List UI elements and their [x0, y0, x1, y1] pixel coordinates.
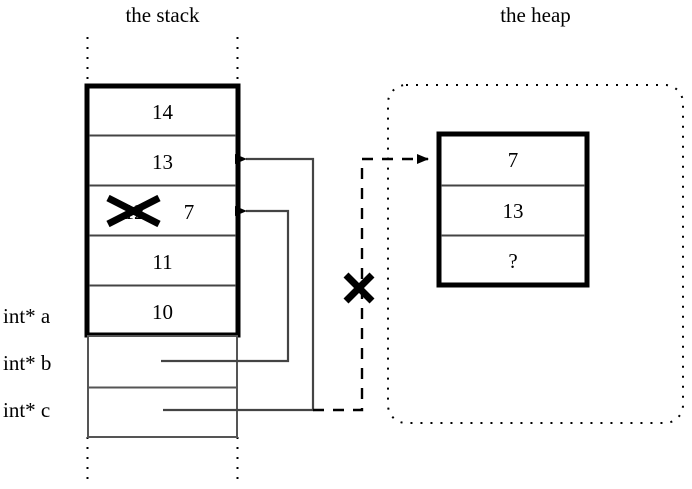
- stack-pointer-cells: [87, 335, 238, 438]
- stack-cell-value-2: 12: [123, 200, 145, 224]
- heap-block-box: [436, 131, 590, 288]
- heap-cell-value-1: 13: [502, 199, 524, 223]
- struck-value-x-mark: [106, 194, 161, 228]
- pointer-var-label-b: int* b: [3, 351, 52, 375]
- pointer-c-arrow: [163, 154, 315, 412]
- stack-cell-value-4: 10: [152, 300, 173, 324]
- heap-cell-value-2: ?: [508, 249, 518, 273]
- stack-cell-value-3: 11: [152, 250, 173, 274]
- dangling-pointer-dashed-path: [313, 154, 429, 412]
- heap-cell-value-0: 7: [507, 148, 519, 172]
- stack-cell-value-1: 13: [152, 150, 173, 174]
- stack-dotted-bottom: [86, 437, 239, 484]
- stack-dotted-top: [86, 37, 239, 85]
- stack-cell-value-2-updated: 7: [183, 200, 195, 224]
- heap-title: the heap: [500, 3, 571, 27]
- invalidated-pointer-x-mark: [343, 272, 375, 304]
- stack-frame-box: [84, 83, 241, 338]
- stack-title: the stack: [125, 3, 200, 27]
- stack-cell-value-0: 14: [152, 100, 173, 124]
- pointer-var-label-c: int* c: [3, 398, 51, 422]
- pointer-var-label-a: int* a: [3, 304, 51, 328]
- pointer-b-arrow: [161, 206, 290, 363]
